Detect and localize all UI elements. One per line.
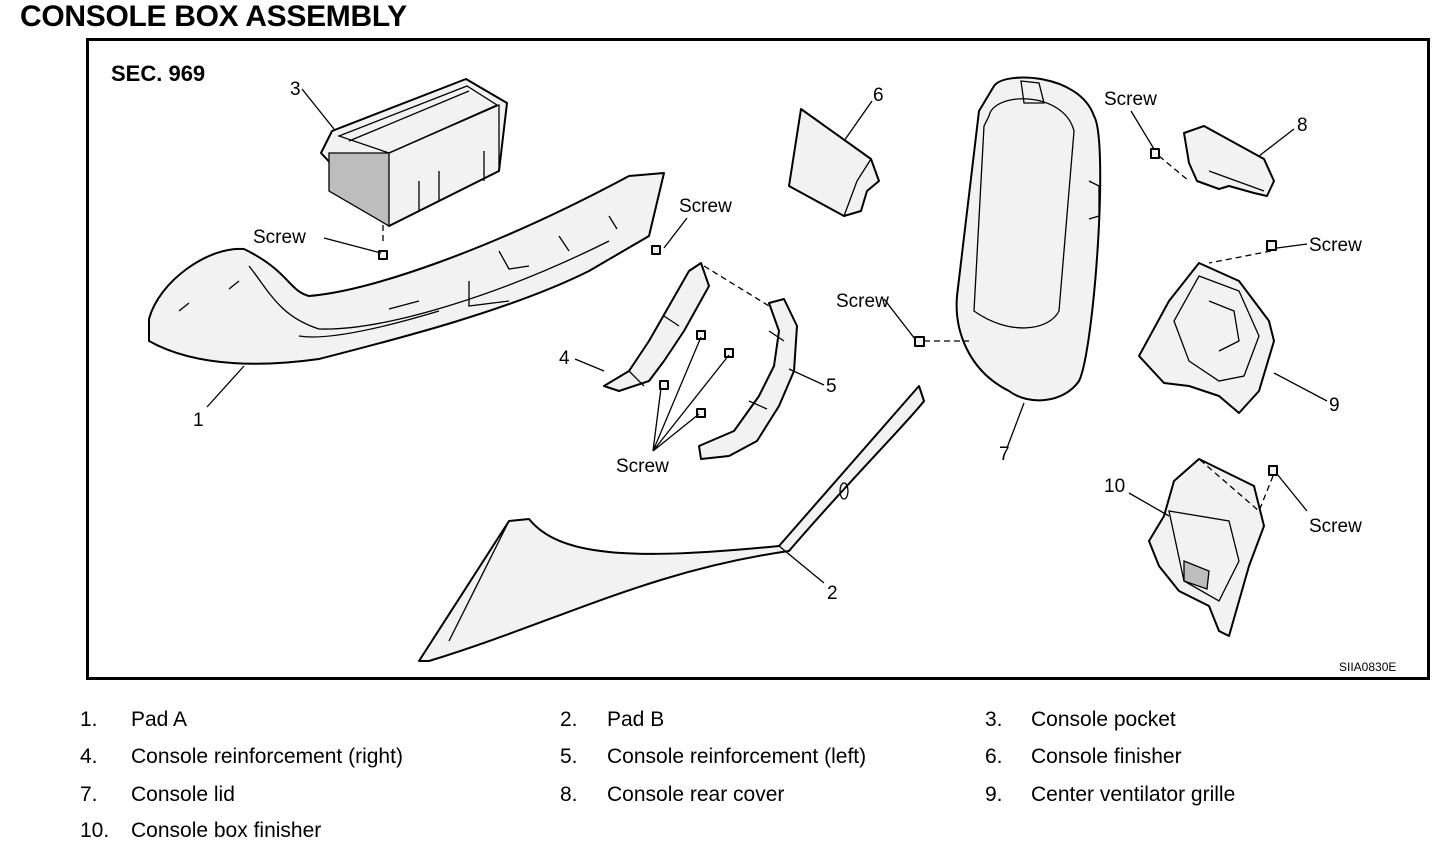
callout-4: 4	[559, 348, 570, 369]
legend-number: 3.	[985, 708, 1003, 731]
legend-text: Console pocket	[1031, 708, 1176, 731]
legend-number: 1.	[80, 708, 98, 731]
screw-icon	[1268, 465, 1278, 476]
callout-7: 7	[999, 444, 1010, 465]
pad-a-part	[148, 172, 665, 365]
screw-icon	[378, 250, 388, 260]
legend-text: Console lid	[131, 783, 235, 806]
screw-fasteners	[378, 148, 1278, 476]
legend-number: 8.	[560, 783, 578, 806]
pad-b-part	[418, 385, 925, 662]
legend-number: 4.	[80, 745, 98, 768]
callout-10: 10	[1104, 476, 1125, 497]
screw-icon	[1150, 148, 1160, 159]
legend-number: 7.	[80, 783, 98, 806]
callout-9: 9	[1329, 395, 1340, 416]
legend-number: 5.	[560, 745, 578, 768]
screw-label: Screw	[836, 291, 889, 312]
diagram-frame: SEC. 969	[86, 38, 1430, 680]
callout-3: 3	[290, 79, 301, 100]
screw-icon	[1266, 240, 1277, 251]
legend-number: 6.	[985, 745, 1003, 768]
screw-icon	[651, 245, 661, 255]
legend-number: 10.	[80, 819, 110, 842]
screw-icon	[696, 408, 706, 418]
legend-text: Console reinforcement (left)	[607, 745, 867, 768]
legend-text: Center ventilator grille	[1031, 783, 1236, 806]
leader-lines	[206, 88, 1328, 584]
console-finisher-part	[788, 108, 880, 217]
console-rear-cover-part	[1183, 125, 1275, 197]
console-reinforcement-right-part	[603, 262, 710, 392]
screw-icon	[659, 380, 669, 390]
screw-label: Screw	[253, 227, 306, 248]
console-reinforcement-left-part	[698, 298, 798, 460]
figure-code: SIIA0830E	[1339, 660, 1396, 674]
screw-label: Screw	[616, 456, 669, 477]
screw-label: Screw	[1309, 235, 1362, 256]
console-lid-part	[955, 76, 1102, 402]
screw-label: Screw	[679, 196, 732, 217]
legend-text: Pad A	[131, 708, 188, 731]
section-label: SEC. 969	[111, 61, 205, 86]
page-title: CONSOLE BOX ASSEMBLY	[20, 0, 407, 33]
legend-text: Console rear cover	[607, 783, 785, 806]
callout-8: 8	[1297, 115, 1308, 136]
console-pocket-part	[320, 78, 508, 228]
callout-1: 1	[193, 410, 204, 431]
callout-6: 6	[873, 85, 884, 106]
screw-icon	[696, 330, 706, 340]
exploded-view-diagram: SEC. 969	[111, 61, 1396, 674]
legend-text: Console reinforcement (right)	[131, 745, 403, 768]
console-box-finisher-part	[1148, 458, 1265, 637]
screw-icon	[914, 336, 925, 347]
screw-label: Screw	[1309, 516, 1362, 537]
screw-label: Screw	[1104, 89, 1157, 110]
installation-lines	[382, 155, 1274, 513]
legend-number: 2.	[560, 708, 578, 731]
callout-5: 5	[826, 376, 837, 397]
legend-text: Pad B	[607, 708, 665, 731]
screw-icon	[724, 348, 734, 358]
center-ventilator-grille-part	[1138, 262, 1275, 414]
legend-number: 9.	[985, 783, 1003, 806]
legend-text: Console finisher	[1031, 745, 1182, 768]
callout-2: 2	[827, 583, 838, 604]
legend-text: Console box finisher	[131, 819, 322, 842]
